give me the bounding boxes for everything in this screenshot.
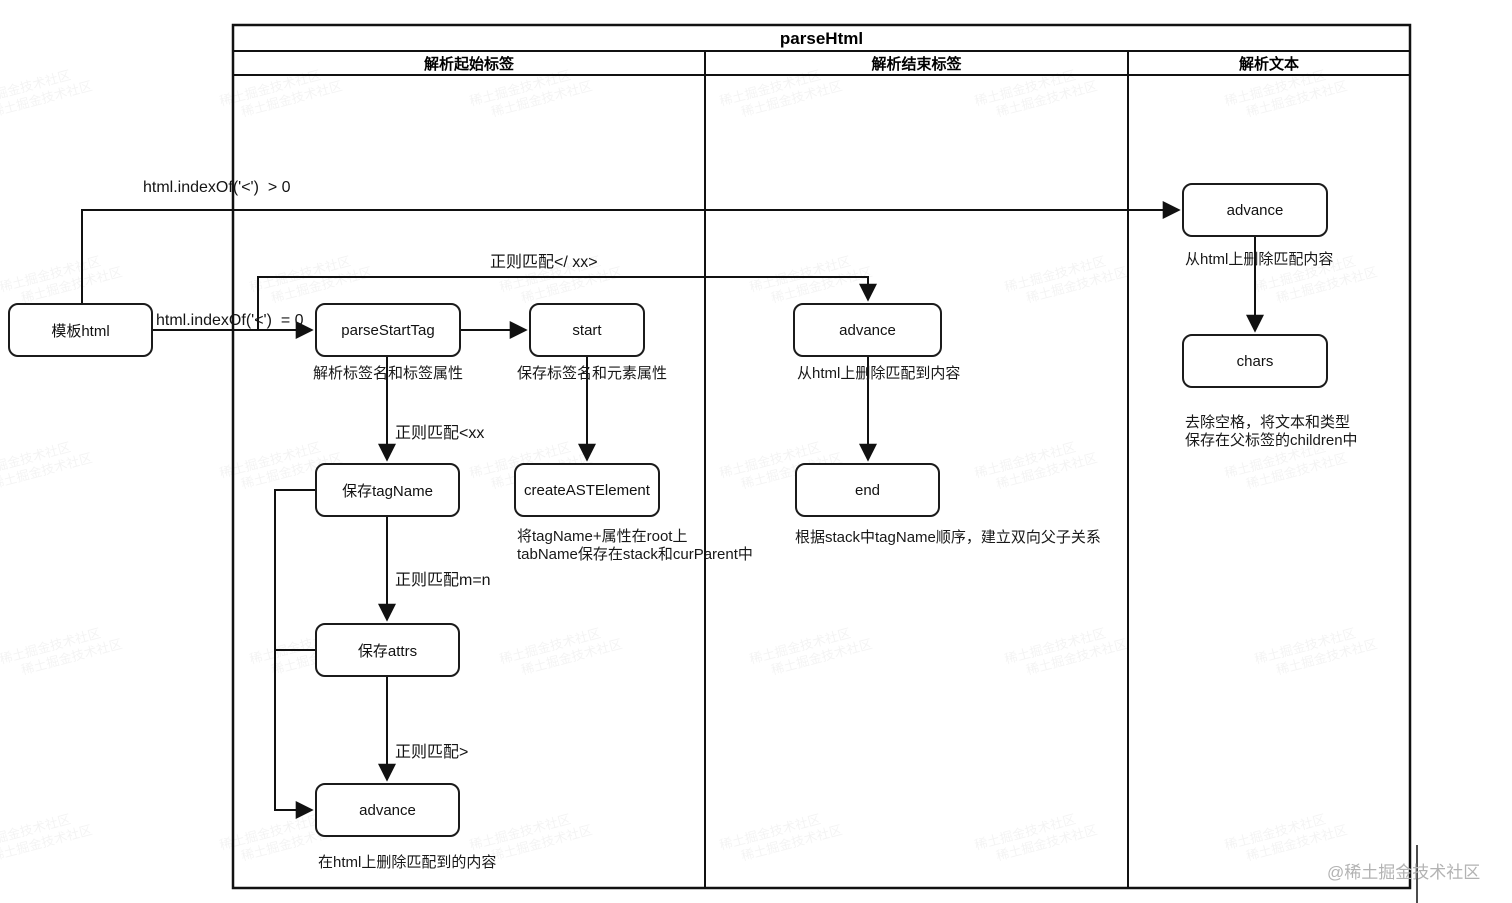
node-create-ast-element: createASTElement bbox=[514, 463, 660, 517]
caption-advance-bottom: 在html上删除匹配到的内容 bbox=[318, 854, 497, 871]
diagram-title: parseHtml bbox=[779, 28, 864, 48]
edge-label-regex-end-tag: 正则匹配</ xx> bbox=[490, 254, 598, 271]
caption-advance-mid: 从html上删除匹配到内容 bbox=[797, 365, 961, 382]
corner-watermark: @稀土掘金技术社区 bbox=[1327, 863, 1481, 882]
caption-end: 根据stack中tagName顺序，建立双向父子关系 bbox=[795, 529, 1101, 546]
edge-template-to-advance-right bbox=[81, 201, 1181, 303]
node-end: end bbox=[795, 463, 940, 517]
parsehtml-frame bbox=[231, 23, 1412, 890]
caption-chars-line1: 去除空格，将文本和类型 bbox=[1185, 414, 1351, 431]
edge-label-index-eq-0: html.indexOf('<') = 0 bbox=[156, 312, 304, 329]
node-save-attrs: 保存attrs bbox=[315, 623, 460, 677]
node-advance-right: advance bbox=[1182, 183, 1328, 237]
node-start: start bbox=[529, 303, 645, 357]
caption-start: 保存标签名和元素属性 bbox=[517, 365, 668, 382]
node-advance-bottom: advance bbox=[315, 783, 460, 837]
node-template-html: 模板html bbox=[8, 303, 153, 357]
edge-label-regex-gt: 正则匹配> bbox=[395, 744, 469, 761]
caption-create-ast-line2: tabName保存在stack和curParent中 bbox=[517, 546, 753, 563]
column-header-end-tag: 解析结束标签 bbox=[871, 55, 962, 73]
column-header-start-tag: 解析起始标签 bbox=[423, 55, 514, 73]
caption-chars-line2: 保存在父标签的children中 bbox=[1185, 432, 1358, 449]
node-advance-mid: advance bbox=[793, 303, 942, 357]
column-header-text: 解析文本 bbox=[1238, 55, 1299, 73]
node-save-tagname: 保存tagName bbox=[315, 463, 460, 517]
caption-parse-start-tag: 解析标签名和标签属性 bbox=[313, 365, 464, 382]
edge-junction-to-advance-mid bbox=[257, 276, 877, 329]
edge-label-regex-attr: 正则匹配m=n bbox=[395, 572, 491, 589]
node-parse-start-tag: parseStartTag bbox=[315, 303, 461, 357]
edge-label-index-gt-0: html.indexOf('<') > 0 bbox=[143, 179, 291, 196]
caption-advance-right: 从html上删除匹配内容 bbox=[1185, 251, 1334, 268]
node-chars: chars bbox=[1182, 334, 1328, 388]
caption-create-ast-line1: 将tagName+属性在root上 bbox=[517, 528, 688, 545]
edge-label-regex-start-tag: 正则匹配<xx bbox=[395, 425, 485, 442]
